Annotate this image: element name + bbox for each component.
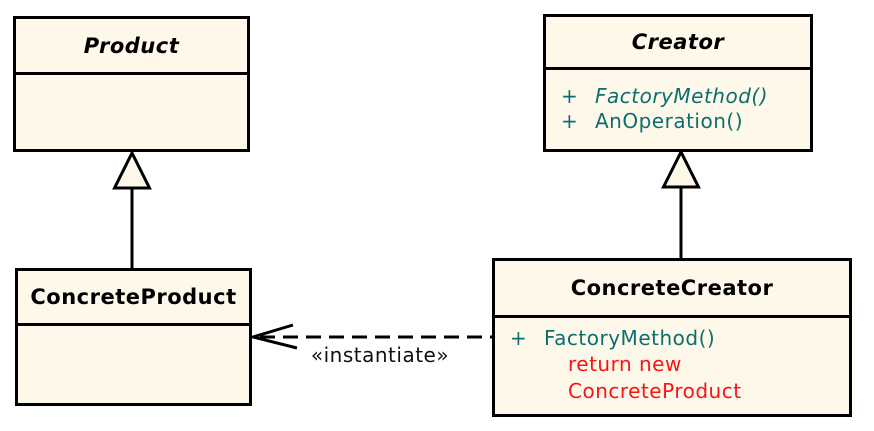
class-body-concrete-creator: + FactoryMethod() return new ConcretePro… [495,318,849,405]
hollow-triangle-arrowhead-creator [661,148,701,189]
visibility-marker: + [561,108,578,133]
class-title-concrete-product: ConcreteProduct [18,271,249,326]
method-name-label: FactoryMethod() [544,325,716,350]
method-note-line-1: return new [568,352,682,376]
generalization-product-connector [112,149,152,268]
class-box-concrete-creator: ConcreteCreator + FactoryMethod() return… [492,258,852,417]
visibility-marker: + [510,325,527,350]
method-name-label: AnOperation() [595,108,743,133]
class-body-creator: + FactoryMethod() + AnOperation() [546,70,810,133]
class-title-creator: Creator [546,17,810,70]
class-box-concrete-product: ConcreteProduct [15,268,252,406]
class-title-concrete-creator: ConcreteCreator [495,261,849,318]
method-factorymethod-concrete: + FactoryMethod() [495,324,849,351]
generalization-creator-connector [661,148,701,258]
method-note-line-2: ConcreteProduct [568,379,742,403]
method-factorymethod: + FactoryMethod() [546,83,810,108]
class-title-product: Product [16,19,247,75]
method-anoperation: + AnOperation() [546,108,810,133]
class-box-product: Product [13,16,250,152]
method-name-label: FactoryMethod() [595,83,769,108]
hollow-triangle-arrowhead-product [112,149,152,190]
class-box-creator: Creator + FactoryMethod() + AnOperation(… [543,14,813,152]
visibility-marker: + [561,83,578,108]
instantiate-stereotype-label: «instantiate» [310,343,450,367]
